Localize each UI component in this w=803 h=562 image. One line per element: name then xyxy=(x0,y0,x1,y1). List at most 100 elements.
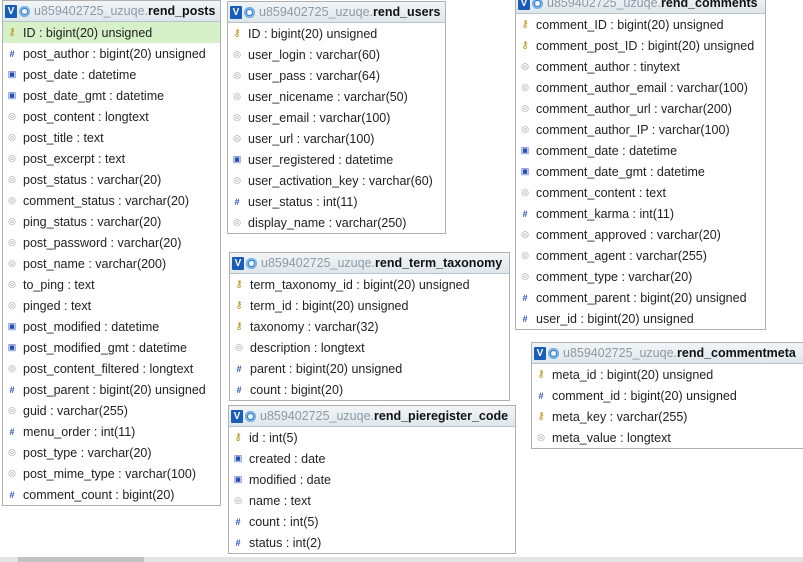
text-type-icon: ◎ xyxy=(233,112,241,122)
column-row[interactable]: ◎pinged : text xyxy=(3,295,220,316)
column-row[interactable]: ◎comment_author_IP : varchar(100) xyxy=(516,119,765,140)
column-row[interactable]: #user_status : int(11) xyxy=(228,191,445,212)
column-row[interactable]: #post_author : bigint(20) unsigned xyxy=(3,43,220,64)
key-icon: ⚷ xyxy=(235,321,243,332)
number-type-icon: # xyxy=(522,313,528,324)
key-icon: ⚷ xyxy=(537,369,545,380)
column-row[interactable]: ◎post_type : varchar(20) xyxy=(3,442,220,463)
horizontal-scrollbar[interactable] xyxy=(0,557,803,562)
column-row[interactable]: ◎user_email : varchar(100) xyxy=(228,107,445,128)
column-row[interactable]: #user_id : bigint(20) unsigned xyxy=(516,308,765,329)
column-row[interactable]: ▣post_modified : datetime xyxy=(3,316,220,337)
column-row[interactable]: ◎post_password : varchar(20) xyxy=(3,232,220,253)
column-row[interactable]: ◎post_content_filtered : longtext xyxy=(3,358,220,379)
column-row[interactable]: ◎to_ping : text xyxy=(3,274,220,295)
column-row[interactable]: #count : int(5) xyxy=(229,511,515,532)
column-row[interactable]: ◎user_nicename : varchar(50) xyxy=(228,86,445,107)
column-row[interactable]: ⚷comment_ID : bigint(20) unsigned xyxy=(516,14,765,35)
column-row[interactable]: #status : int(2) xyxy=(229,532,515,553)
column-row[interactable]: ⚷taxonomy : varchar(32) xyxy=(230,316,509,337)
column-row[interactable]: #parent : bigint(20) unsigned xyxy=(230,358,509,379)
column-row[interactable]: ◎comment_author_email : varchar(100) xyxy=(516,77,765,98)
column-row[interactable]: ▣post_date_gmt : datetime xyxy=(3,85,220,106)
collapse-toggle-button[interactable]: V xyxy=(518,0,530,10)
collapse-toggle-button[interactable]: V xyxy=(230,5,242,19)
column-row[interactable]: #comment_karma : int(11) xyxy=(516,203,765,224)
column-row[interactable]: ◎user_activation_key : varchar(60) xyxy=(228,170,445,191)
column-row[interactable]: ⚷term_id : bigint(20) unsigned xyxy=(230,295,509,316)
column-row[interactable]: #comment_count : bigint(20) xyxy=(3,484,220,505)
column-row[interactable]: ◎name : text xyxy=(229,490,515,511)
column-row[interactable]: #comment_id : bigint(20) unsigned xyxy=(532,385,803,406)
column-row[interactable]: ▣comment_date : datetime xyxy=(516,140,765,161)
collapse-toggle-button[interactable]: V xyxy=(232,256,244,270)
collapse-toggle-button[interactable]: V xyxy=(534,346,546,360)
column-row[interactable]: ▣created : date xyxy=(229,448,515,469)
column-row[interactable]: #menu_order : int(11) xyxy=(3,421,220,442)
gear-icon[interactable] xyxy=(245,410,256,422)
gear-icon[interactable] xyxy=(246,257,257,269)
column-row[interactable]: ⚷id : int(5) xyxy=(229,427,515,448)
column-row[interactable]: ⚷ID : bigint(20) unsigned xyxy=(3,22,220,43)
column-row[interactable]: ◎comment_status : varchar(20) xyxy=(3,190,220,211)
column-row[interactable]: ◎post_mime_type : varchar(100) xyxy=(3,463,220,484)
column-label: user_registered : datetime xyxy=(248,152,394,167)
column-row[interactable]: ◎comment_type : varchar(20) xyxy=(516,266,765,287)
column-row[interactable]: ◎post_status : varchar(20) xyxy=(3,169,220,190)
column-row[interactable]: ◎ping_status : varchar(20) xyxy=(3,211,220,232)
column-row[interactable]: #comment_parent : bigint(20) unsigned xyxy=(516,287,765,308)
column-row[interactable]: ⚷comment_post_ID : bigint(20) unsigned xyxy=(516,35,765,56)
column-row[interactable]: ◎user_url : varchar(100) xyxy=(228,128,445,149)
gear-icon[interactable] xyxy=(244,6,255,18)
column-row[interactable]: ▣post_date : datetime xyxy=(3,64,220,85)
gear-icon[interactable] xyxy=(19,5,30,17)
column-row[interactable]: ◎post_content : longtext xyxy=(3,106,220,127)
column-row[interactable]: ◎meta_value : longtext xyxy=(532,427,803,448)
column-row[interactable]: ▣user_registered : datetime xyxy=(228,149,445,170)
gear-icon[interactable] xyxy=(532,0,543,9)
collapse-toggle-button[interactable]: V xyxy=(5,4,17,18)
column-row[interactable]: ◎user_login : varchar(60) xyxy=(228,44,445,65)
column-row[interactable]: ◎comment_author : tinytext xyxy=(516,56,765,77)
column-row[interactable]: ◎comment_author_url : varchar(200) xyxy=(516,98,765,119)
column-row[interactable]: ⚷ID : bigint(20) unsigned xyxy=(228,23,445,44)
column-row[interactable]: ◎description : longtext xyxy=(230,337,509,358)
column-row[interactable]: ⚷term_taxonomy_id : bigint(20) unsigned xyxy=(230,274,509,295)
text-type-icon: ◎ xyxy=(8,468,16,478)
column-row[interactable]: #post_parent : bigint(20) unsigned xyxy=(3,379,220,400)
column-label: comment_author_IP : varchar(100) xyxy=(536,122,730,137)
gear-icon[interactable] xyxy=(548,347,559,359)
scrollbar-thumb[interactable] xyxy=(18,557,144,562)
column-row[interactable]: ◎guid : varchar(255) xyxy=(3,400,220,421)
column-row[interactable]: ◎comment_content : text xyxy=(516,182,765,203)
column-row[interactable]: ⚷meta_key : varchar(255) xyxy=(532,406,803,427)
column-row[interactable]: ◎display_name : varchar(250) xyxy=(228,212,445,233)
column-row[interactable]: ◎post_excerpt : text xyxy=(3,148,220,169)
column-row[interactable]: ◎comment_approved : varchar(20) xyxy=(516,224,765,245)
collapse-toggle-button[interactable]: V xyxy=(231,409,243,423)
column-label: parent : bigint(20) unsigned xyxy=(250,361,403,376)
column-row[interactable]: ▣modified : date xyxy=(229,469,515,490)
column-row[interactable]: ◎post_title : text xyxy=(3,127,220,148)
column-row[interactable]: ◎comment_agent : varchar(255) xyxy=(516,245,765,266)
column-row[interactable]: ◎post_name : varchar(200) xyxy=(3,253,220,274)
column-row[interactable]: ▣post_modified_gmt : datetime xyxy=(3,337,220,358)
column-label: comment_count : bigint(20) xyxy=(23,487,175,502)
column-row[interactable]: ⚷meta_id : bigint(20) unsigned xyxy=(532,364,803,385)
column-row[interactable]: ▣comment_date_gmt : datetime xyxy=(516,161,765,182)
column-label: post_title : text xyxy=(23,130,104,145)
column-row[interactable]: ◎user_pass : varchar(64) xyxy=(228,65,445,86)
column-row[interactable]: #count : bigint(20) xyxy=(230,379,509,400)
